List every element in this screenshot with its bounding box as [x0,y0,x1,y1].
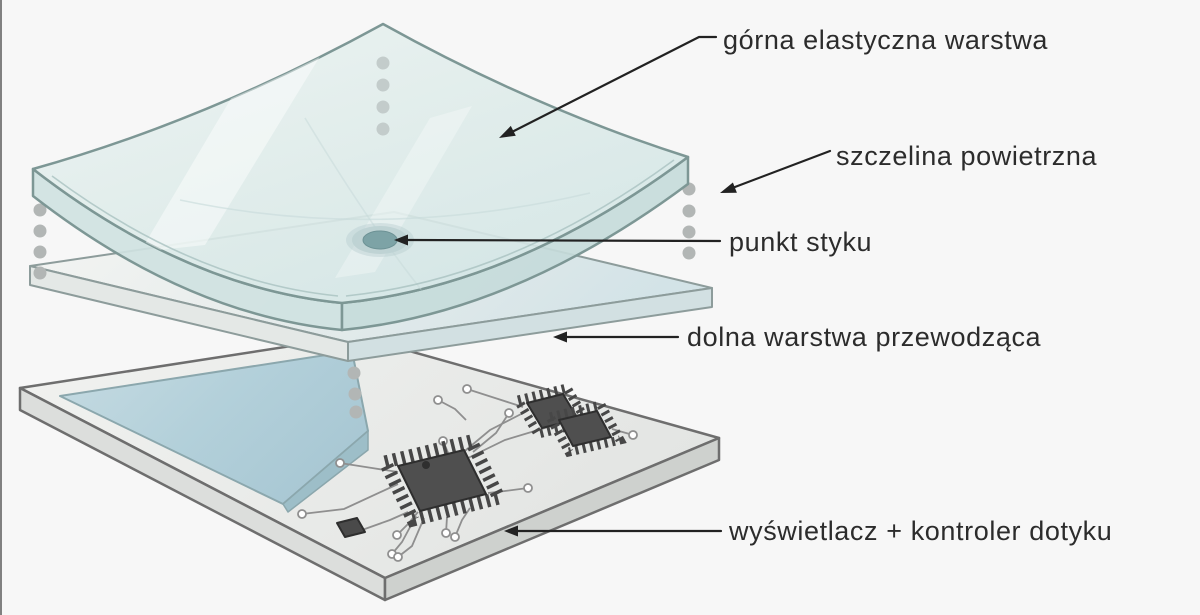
label-top-layer: górna elastyczna warstwa [723,25,1049,55]
middle-right-side-face [347,287,713,362]
leader-arrows [394,35,832,537]
arrow-air-gap [720,149,832,193]
left-edge-border [0,0,2,615]
arrow-contact-point [394,234,722,246]
controller-chip [375,433,509,528]
bottom-board-layer [18,334,721,602]
glass-top-face [31,22,690,305]
label-contact-point: punkt styku [729,227,873,257]
display-screen-side [282,430,369,513]
air-gap-dots-right [682,182,696,260]
capacitor-component [336,517,366,538]
label-display-controller: wyświetlacz + kontroler dotyku [729,516,1113,546]
glass-front-inner-edge [51,159,675,297]
arrow-display-controller [504,525,723,537]
contact-point-marker [346,223,414,257]
arrow-bottom-conductive [553,331,680,343]
arrow-top-layer [499,35,718,138]
top-flexible-layer [31,22,690,332]
circuit-pads [297,384,638,562]
chip-pin1-dot [422,461,430,469]
soic-chip-2 [543,399,627,458]
air-gap-dots-back [376,56,390,136]
board-right-side-face [383,436,721,602]
label-air-gap: szczelina powietrzna [836,141,1098,171]
air-gap-dots-left [33,203,47,280]
label-bottom-conductive: dolna warstwa przewodząca [687,322,1042,352]
